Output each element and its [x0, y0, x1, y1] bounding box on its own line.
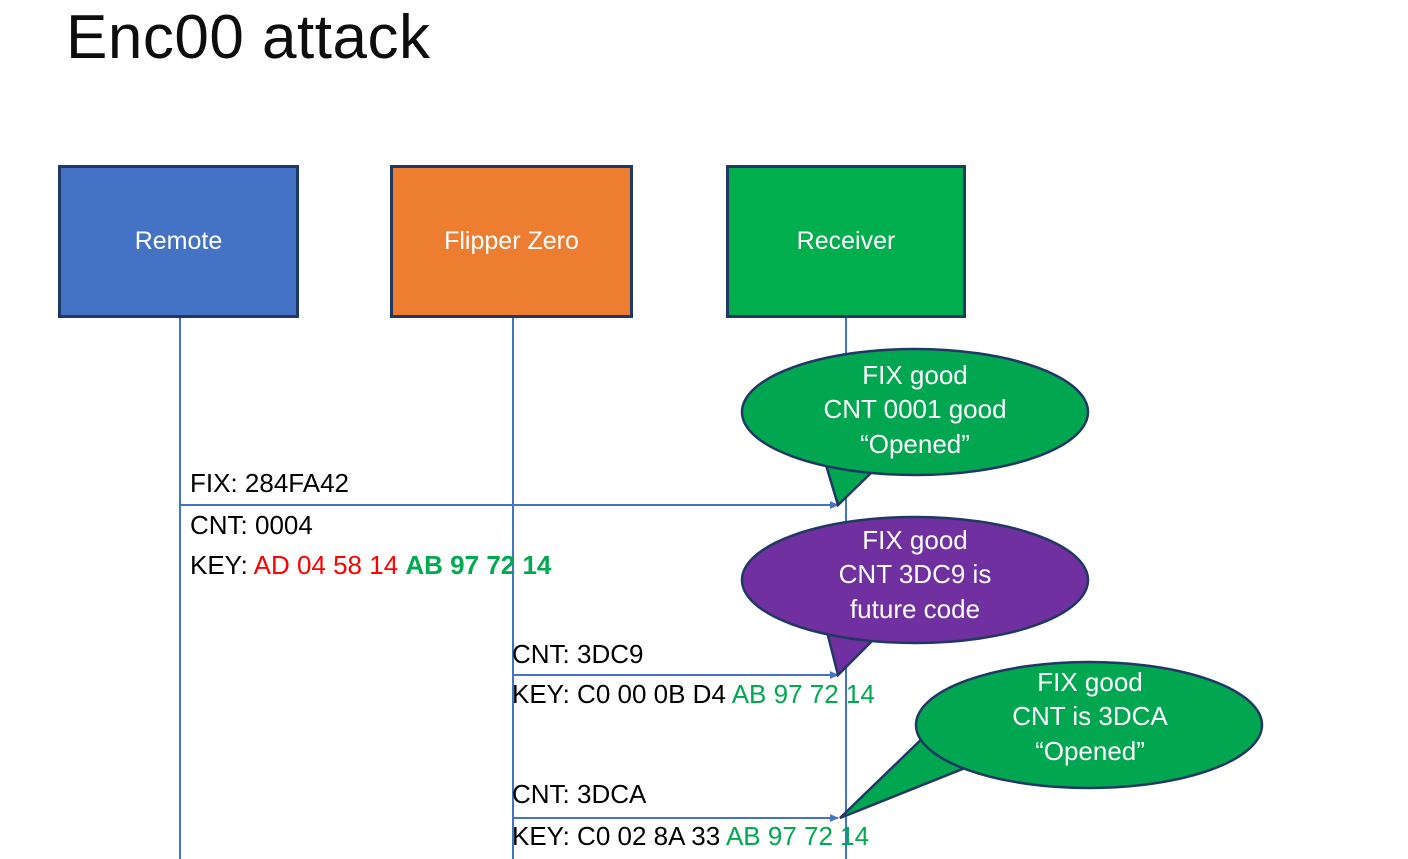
message-2-cnt-label: CNT: 3DC9 — [512, 639, 644, 669]
message-1-key-red-bytes: AD 04 58 14 — [253, 550, 399, 580]
message-2-key-prefix: KEY: C0 00 0B D4 — [512, 679, 732, 709]
callout-bubble-3 — [839, 660, 1264, 820]
callout-bubble-1 — [740, 347, 1090, 508]
message-1-key-green-bytes: AB 97 72 14 — [405, 550, 552, 580]
page-title: Enc00 attack — [66, 3, 431, 72]
actor-box-flipper[interactable]: Flipper Zero — [390, 165, 633, 318]
actor-box-remote[interactable]: Remote — [58, 165, 299, 318]
message-2-key-label: KEY: C0 00 0B D4 AB 97 72 14 — [512, 679, 875, 710]
message-3-key-label: KEY: C0 02 8A 33 AB 97 72 14 — [512, 821, 870, 852]
actor-box-receiver[interactable]: Receiver — [726, 165, 966, 318]
actor-label-flipper: Flipper Zero — [444, 227, 579, 255]
message-3-cnt-label: CNT: 3DCA — [512, 779, 647, 809]
message-2-key-green-bytes: AB 97 72 14 — [731, 679, 875, 709]
actor-label-remote: Remote — [134, 227, 223, 255]
message-1-key-prefix: KEY: — [190, 550, 254, 580]
message-1-key-label: KEY: AD 04 58 14 AB 97 72 14 — [190, 550, 552, 581]
message-3-key-prefix: KEY: C0 02 8A 33 — [512, 821, 726, 851]
message-1-cnt-label: CNT: 0004 — [190, 510, 313, 540]
message-3-key-green-bytes: AB 97 72 14 — [725, 821, 870, 851]
callout-bubble-2 — [740, 515, 1090, 678]
message-1-fix-label: FIX: 284FA42 — [190, 468, 349, 498]
actor-label-receiver: Receiver — [796, 227, 896, 255]
